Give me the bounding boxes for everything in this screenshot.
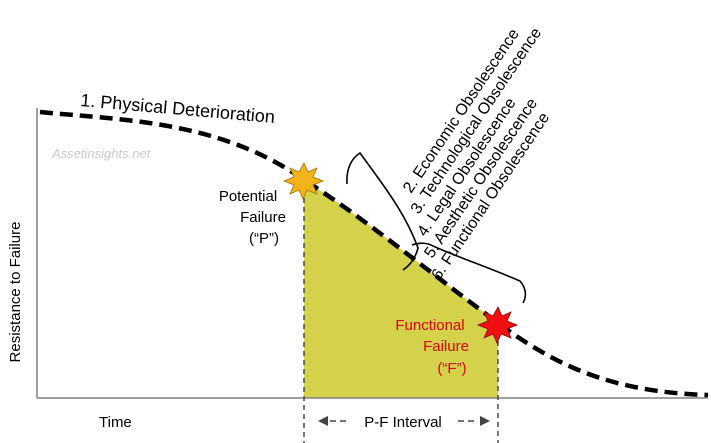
obsolescence-list: 2. Economic Obsolescence 3. Technologica… <box>400 25 553 283</box>
functional-failure-label: Functional Failure (“F”) <box>395 317 469 377</box>
pf-interval-indicator: P-F Interval <box>318 414 490 431</box>
functional-failure-star-icon <box>476 306 519 344</box>
potential-failure-star-icon <box>282 162 325 200</box>
pf-right-arrow-icon <box>480 416 490 426</box>
y-axis-label: Resistance to Failure <box>7 222 24 363</box>
potential-failure-label: Potential Failure (“P”) <box>219 188 286 247</box>
potential-failure-line2: Failure <box>240 209 286 226</box>
physical-deterioration-label: 1. Physical Deterioration <box>80 90 276 127</box>
pf-interval-label: P-F Interval <box>364 414 442 431</box>
pf-left-arrow-icon <box>318 416 328 426</box>
x-axis-label: Time <box>99 414 132 431</box>
potential-failure-line1: Potential <box>219 188 277 205</box>
watermark-text: Assetinsights.net <box>51 146 152 161</box>
potential-failure-line3: (“P”) <box>249 230 279 247</box>
obsolescence-brace-lower <box>411 242 527 304</box>
pf-interval-area <box>304 180 498 398</box>
physical-deterioration-curve <box>39 109 709 398</box>
functional-failure-line2: Failure <box>423 338 469 355</box>
functional-failure-line1: Functional <box>395 317 464 334</box>
functional-failure-line3: (“F”) <box>437 360 466 377</box>
obsolescence-brace-upper <box>346 151 419 271</box>
